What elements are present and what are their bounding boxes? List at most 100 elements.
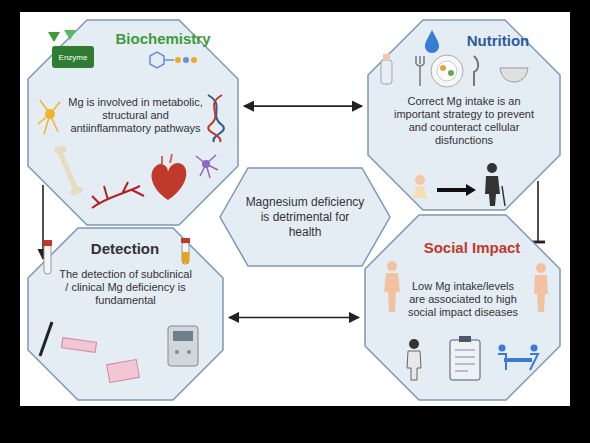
molecule-icon-part bbox=[164, 59, 174, 61]
connector-arrow bbox=[229, 317, 359, 319]
aging-arrow-part bbox=[466, 184, 476, 196]
central-hexagon: Magnesium deficiency is detrimental for … bbox=[220, 168, 390, 266]
baby-figure bbox=[413, 175, 427, 198]
octagon-outline bbox=[365, 215, 560, 400]
blood-vessel-icon-part bbox=[92, 182, 144, 208]
man-figure-part bbox=[536, 263, 546, 273]
center-text: Magnesium deficiency is detrimental for … bbox=[244, 195, 366, 240]
aging-arrow bbox=[437, 184, 476, 196]
clipboard-icon-part bbox=[459, 336, 471, 342]
section-text: The detection of subclinical / clinical … bbox=[58, 268, 193, 307]
dna-icon bbox=[208, 95, 224, 142]
baby-figure-part bbox=[415, 175, 425, 185]
molecule-icon bbox=[150, 52, 197, 68]
plate-stack-icon bbox=[107, 360, 140, 383]
plate-icon-part bbox=[437, 61, 457, 81]
molecule-icon-part bbox=[183, 57, 189, 63]
clipboard-icon bbox=[450, 336, 480, 380]
section-heading: Nutrition bbox=[446, 32, 550, 50]
baby-bottle-icon-part bbox=[383, 54, 390, 60]
elderly-figure bbox=[485, 163, 505, 206]
section-text: Low Mg intake/levels are associated to h… bbox=[407, 280, 519, 319]
blood-vessel-icon bbox=[92, 182, 144, 208]
glial-cell-icon-part bbox=[196, 155, 218, 178]
man-figure-part bbox=[534, 275, 548, 312]
man-figure bbox=[534, 263, 548, 312]
plate-stack-icon-part bbox=[107, 360, 140, 383]
elderly-figure-part bbox=[485, 176, 500, 206]
bone-icon-part bbox=[60, 152, 76, 190]
urine-tube-icon-part bbox=[182, 242, 189, 264]
white-ground bbox=[20, 12, 570, 406]
octagon-outline bbox=[28, 20, 238, 225]
enzyme-icon-part bbox=[48, 32, 60, 42]
glial-cell-icon bbox=[196, 155, 218, 178]
pen-icon-part bbox=[40, 322, 52, 356]
analyzer-icon-part bbox=[173, 331, 193, 341]
baby-bottle-icon-part bbox=[381, 60, 392, 84]
dna-icon-part bbox=[208, 95, 222, 142]
neuron-icon-part bbox=[38, 100, 60, 134]
woman-figure bbox=[384, 261, 400, 312]
connector-arrow bbox=[537, 181, 539, 242]
molecule-icon-part bbox=[175, 57, 181, 63]
aging-arrow-part bbox=[437, 188, 466, 192]
urine-tube-icon bbox=[181, 238, 190, 264]
bowl-icon bbox=[500, 68, 528, 82]
blood-tube-icon bbox=[43, 240, 52, 274]
octagon-outline bbox=[28, 228, 223, 400]
analyzer-icon-part bbox=[168, 326, 198, 366]
octagon-outline bbox=[368, 20, 560, 210]
blood-tube-icon-part bbox=[44, 244, 51, 274]
slide-icon bbox=[61, 338, 96, 353]
enzyme-icon-part bbox=[52, 46, 94, 68]
neuron-icon bbox=[38, 100, 60, 134]
molecule-icon-part bbox=[150, 52, 164, 68]
pen-icon bbox=[40, 322, 52, 356]
section-heading: Social Impact bbox=[413, 239, 531, 257]
plate-icon-part bbox=[448, 70, 454, 76]
octagon-panel: NutritionCorrect Mg intake is an importa… bbox=[368, 20, 560, 210]
heart-icon-part bbox=[162, 154, 172, 164]
knife-icon bbox=[474, 56, 478, 86]
baby-bottle-icon bbox=[381, 54, 392, 84]
doctor-figure-part bbox=[409, 339, 419, 349]
blood-tube-icon-part bbox=[43, 240, 52, 246]
heart-icon bbox=[152, 154, 187, 200]
section-heading: Detection bbox=[75, 240, 175, 258]
urine-tube-icon-part bbox=[182, 252, 189, 263]
plate-icon bbox=[431, 55, 463, 87]
clipboard-icon-part bbox=[455, 350, 475, 371]
connector-arrow bbox=[244, 105, 362, 107]
elderly-figure-part bbox=[502, 186, 505, 206]
meeting-icon bbox=[498, 345, 538, 371]
dna-icon-part bbox=[208, 95, 224, 142]
woman-figure-part bbox=[384, 273, 400, 312]
analyzer-icon-part bbox=[175, 350, 179, 354]
fork-icon-part bbox=[416, 56, 424, 86]
analyzer-icon-part bbox=[187, 350, 191, 354]
molecule-icon-part bbox=[191, 57, 197, 63]
section-heading: Biochemistry bbox=[88, 30, 238, 48]
section-text: Correct Mg intake is an important strate… bbox=[386, 95, 542, 147]
water-drop-icon-part bbox=[425, 30, 439, 53]
elderly-figure-part bbox=[487, 163, 497, 173]
bone-icon bbox=[55, 146, 83, 196]
doctor-figure-part bbox=[407, 351, 421, 380]
urine-tube-icon-part bbox=[181, 238, 190, 243]
doctor-figure bbox=[407, 339, 421, 380]
slide-icon-part bbox=[61, 338, 96, 353]
icon-label: Enzyme bbox=[52, 53, 94, 62]
bowl-icon-part bbox=[500, 68, 528, 82]
knife-icon-part bbox=[474, 56, 478, 86]
fork-icon bbox=[416, 56, 424, 86]
clipboard-icon-part bbox=[450, 340, 480, 380]
heart-icon-part bbox=[152, 163, 187, 200]
woman-figure-part bbox=[387, 261, 397, 271]
meeting-icon-part bbox=[499, 345, 506, 352]
meeting-icon-part bbox=[504, 358, 532, 362]
hexagon-outline bbox=[220, 168, 390, 266]
baby-figure-part bbox=[413, 186, 427, 198]
